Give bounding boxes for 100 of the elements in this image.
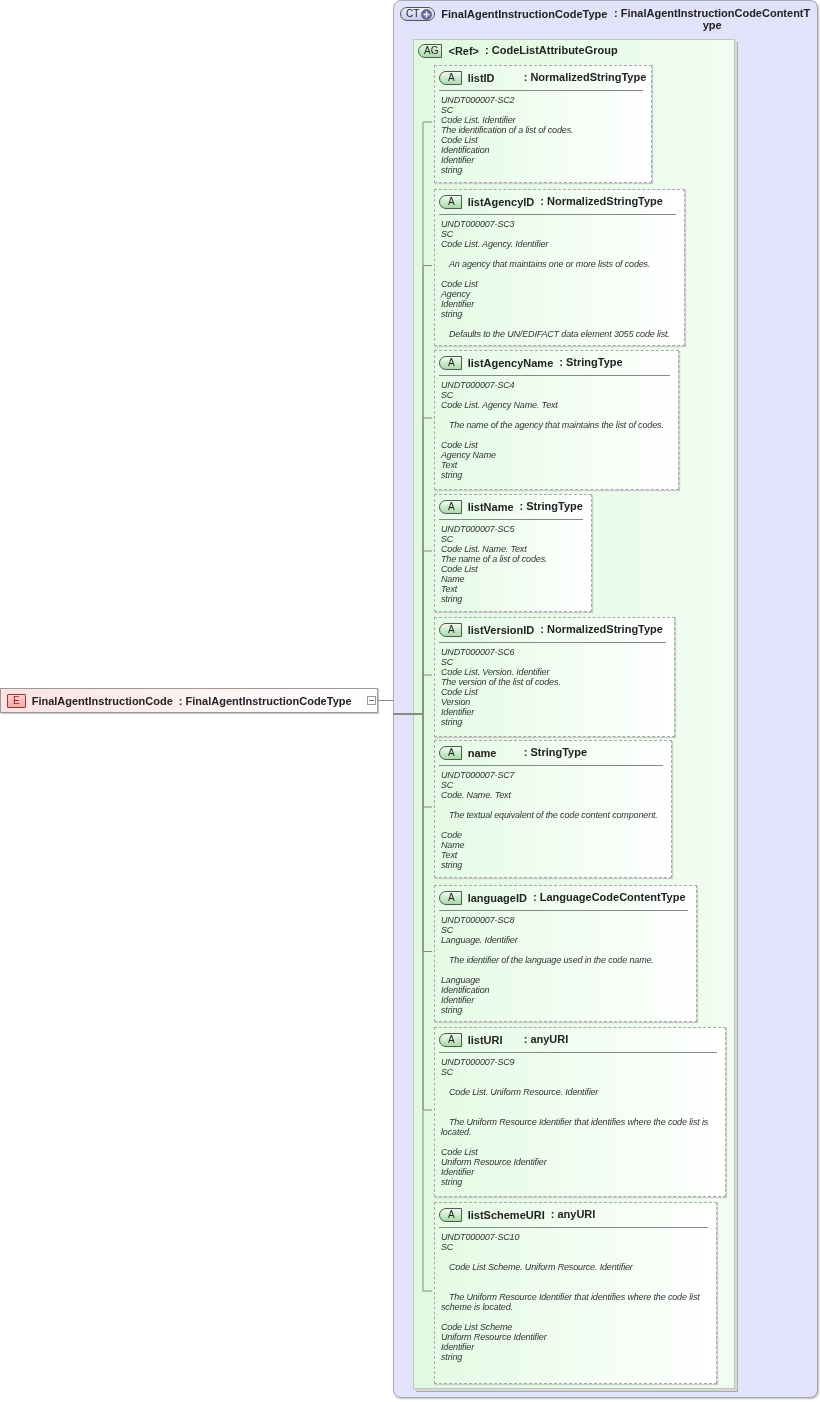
description-line: Agency Name: [441, 450, 497, 460]
description-line: UNDT000007-SC4: [441, 380, 516, 390]
description-line: The name of the agency that maintains the list of codes.: [448, 420, 665, 430]
description-line: The version of the list of codes.: [441, 677, 562, 687]
description-line: The Uniform Resource Identifier that identifies where the code list scheme is located.: [441, 1292, 701, 1312]
description-line: Code List. Version. Identifier: [441, 667, 551, 677]
attribute-box: [434, 189, 685, 346]
description-line: UNDT000007-SC7: [441, 770, 516, 780]
type-name: : NormalizedStringType: [523, 71, 647, 83]
description-line: SC: [441, 105, 455, 115]
description-line: UNDT000007-SC5: [441, 524, 516, 534]
type-name: : StringType: [559, 356, 623, 368]
description-line: Defaults to the UN/EDIFACT data element 3055 code list.: [448, 329, 671, 339]
description-line: UNDT000007-SC9: [441, 1057, 516, 1067]
description-line: Language: [441, 975, 481, 985]
attribute-name: listURI: [467, 1033, 504, 1047]
description-line: Code. Name. Text: [441, 790, 512, 800]
attribute-name: listVersionID: [467, 623, 535, 637]
attribute-badge: A: [439, 623, 462, 637]
description-line: Language. Identifier: [441, 935, 519, 945]
description-line: Identification: [441, 985, 491, 995]
attribute-badge: A: [439, 1208, 462, 1222]
badge-label: CT: [406, 8, 420, 20]
description-line: Code List: [441, 687, 479, 697]
description-line: The Uniform Resource Identifier that identifies where the code list is located.: [441, 1117, 710, 1137]
complex-type-name: FinalAgentInstructionCodeType: [441, 7, 608, 21]
attribute-name: listID: [467, 71, 496, 85]
description-line: Code List. Agency Name. Text: [441, 400, 559, 410]
type-name: : NormalizedStringType: [540, 623, 663, 635]
attribute-group-badge: AG: [418, 44, 443, 58]
attribute-name: languageID: [467, 891, 527, 905]
description-line: string: [441, 309, 464, 319]
description-line: SC: [441, 657, 455, 667]
description-line: string: [441, 717, 464, 727]
description-line: UNDT000007-SC3: [441, 219, 516, 229]
type-name: : StringType: [519, 500, 583, 512]
type-name: : NormalizedStringType: [540, 195, 663, 207]
attribute-box: [434, 350, 679, 490]
description-line: Code List: [441, 440, 479, 450]
attribute-group-box: [413, 39, 735, 1389]
type-name: : anyURI: [523, 1033, 569, 1045]
description-line: Identifier: [441, 995, 476, 1005]
description-line: Code List. Identifier: [441, 115, 517, 125]
description-line: Code List: [441, 135, 479, 145]
description-line: Identifier: [441, 707, 476, 717]
description-line: Code List: [441, 279, 479, 289]
description-line: UNDT000007-SC8: [441, 915, 516, 925]
description-line: Name: [441, 840, 466, 850]
description-line: string: [441, 470, 464, 480]
description-line: Text: [441, 584, 459, 594]
attribute-badge: A: [439, 1033, 462, 1047]
description-line: The name of a list of codes.: [441, 554, 549, 564]
attribute-group-name: <Ref>: [448, 44, 480, 58]
description-line: UNDT000007-SC10: [441, 1232, 521, 1242]
description-line: Code List Scheme: [441, 1322, 514, 1332]
type-name: : FinalAgentInstructionCodeContentType: [613, 7, 811, 31]
attribute-badge: A: [439, 71, 462, 85]
attribute-box: [434, 65, 652, 183]
description-line: Code List. Uniform Resource. Identifier: [448, 1087, 600, 1097]
attribute-badge: A: [439, 746, 462, 760]
type-name: : StringType: [523, 746, 588, 758]
description-line: Code List: [441, 1147, 479, 1157]
description-line: Agency: [441, 289, 472, 299]
description-line: Code List. Name. Text: [441, 544, 528, 554]
description-line: SC: [441, 925, 455, 935]
description-line: string: [441, 1005, 464, 1015]
description-line: Uniform Resource Identifier: [441, 1157, 548, 1167]
description-line: Code List. Agency. Identifier: [441, 239, 550, 249]
attribute-box: [434, 885, 697, 1022]
attribute-name: listSchemeURI: [467, 1208, 545, 1222]
description-line: Code: [441, 830, 463, 840]
description-line: UNDT000007-SC6: [441, 647, 516, 657]
attribute-box: [434, 1027, 726, 1197]
description-line: string: [441, 594, 464, 604]
attribute-name: listName: [467, 500, 514, 514]
attribute-badge: A: [439, 356, 462, 370]
description-line: Code List Scheme. Uniform Resource. Identifier: [448, 1262, 634, 1272]
element-box: [0, 688, 378, 713]
description-line: string: [441, 860, 464, 870]
type-name: : LanguageCodeContentType: [532, 891, 686, 903]
description-line: The textual equivalent of the code content component.: [448, 810, 659, 820]
attribute-box: [434, 1202, 717, 1384]
attribute-box: [434, 740, 672, 878]
description-line: An agency that maintains one or more lists of codes.: [448, 259, 652, 269]
attribute-name: name: [467, 746, 498, 760]
description-line: SC: [441, 1067, 455, 1077]
connector-line: [377, 700, 394, 701]
description-line: Identifier: [441, 299, 476, 309]
description-line: Text: [441, 850, 459, 860]
attribute-name: listAgencyID: [467, 195, 535, 209]
attribute-name: listAgencyName: [467, 356, 554, 370]
description-line: Identifier: [441, 155, 476, 165]
attribute-badge: A: [439, 195, 462, 209]
description-line: string: [441, 165, 464, 175]
description-line: string: [441, 1177, 464, 1187]
description-line: Name: [441, 574, 466, 584]
description-line: string: [441, 1352, 464, 1362]
description-line: UNDT000007-SC2: [441, 95, 516, 105]
complex-type-box: [393, 0, 818, 1398]
description-line: The identification of a list of codes.: [441, 125, 575, 135]
